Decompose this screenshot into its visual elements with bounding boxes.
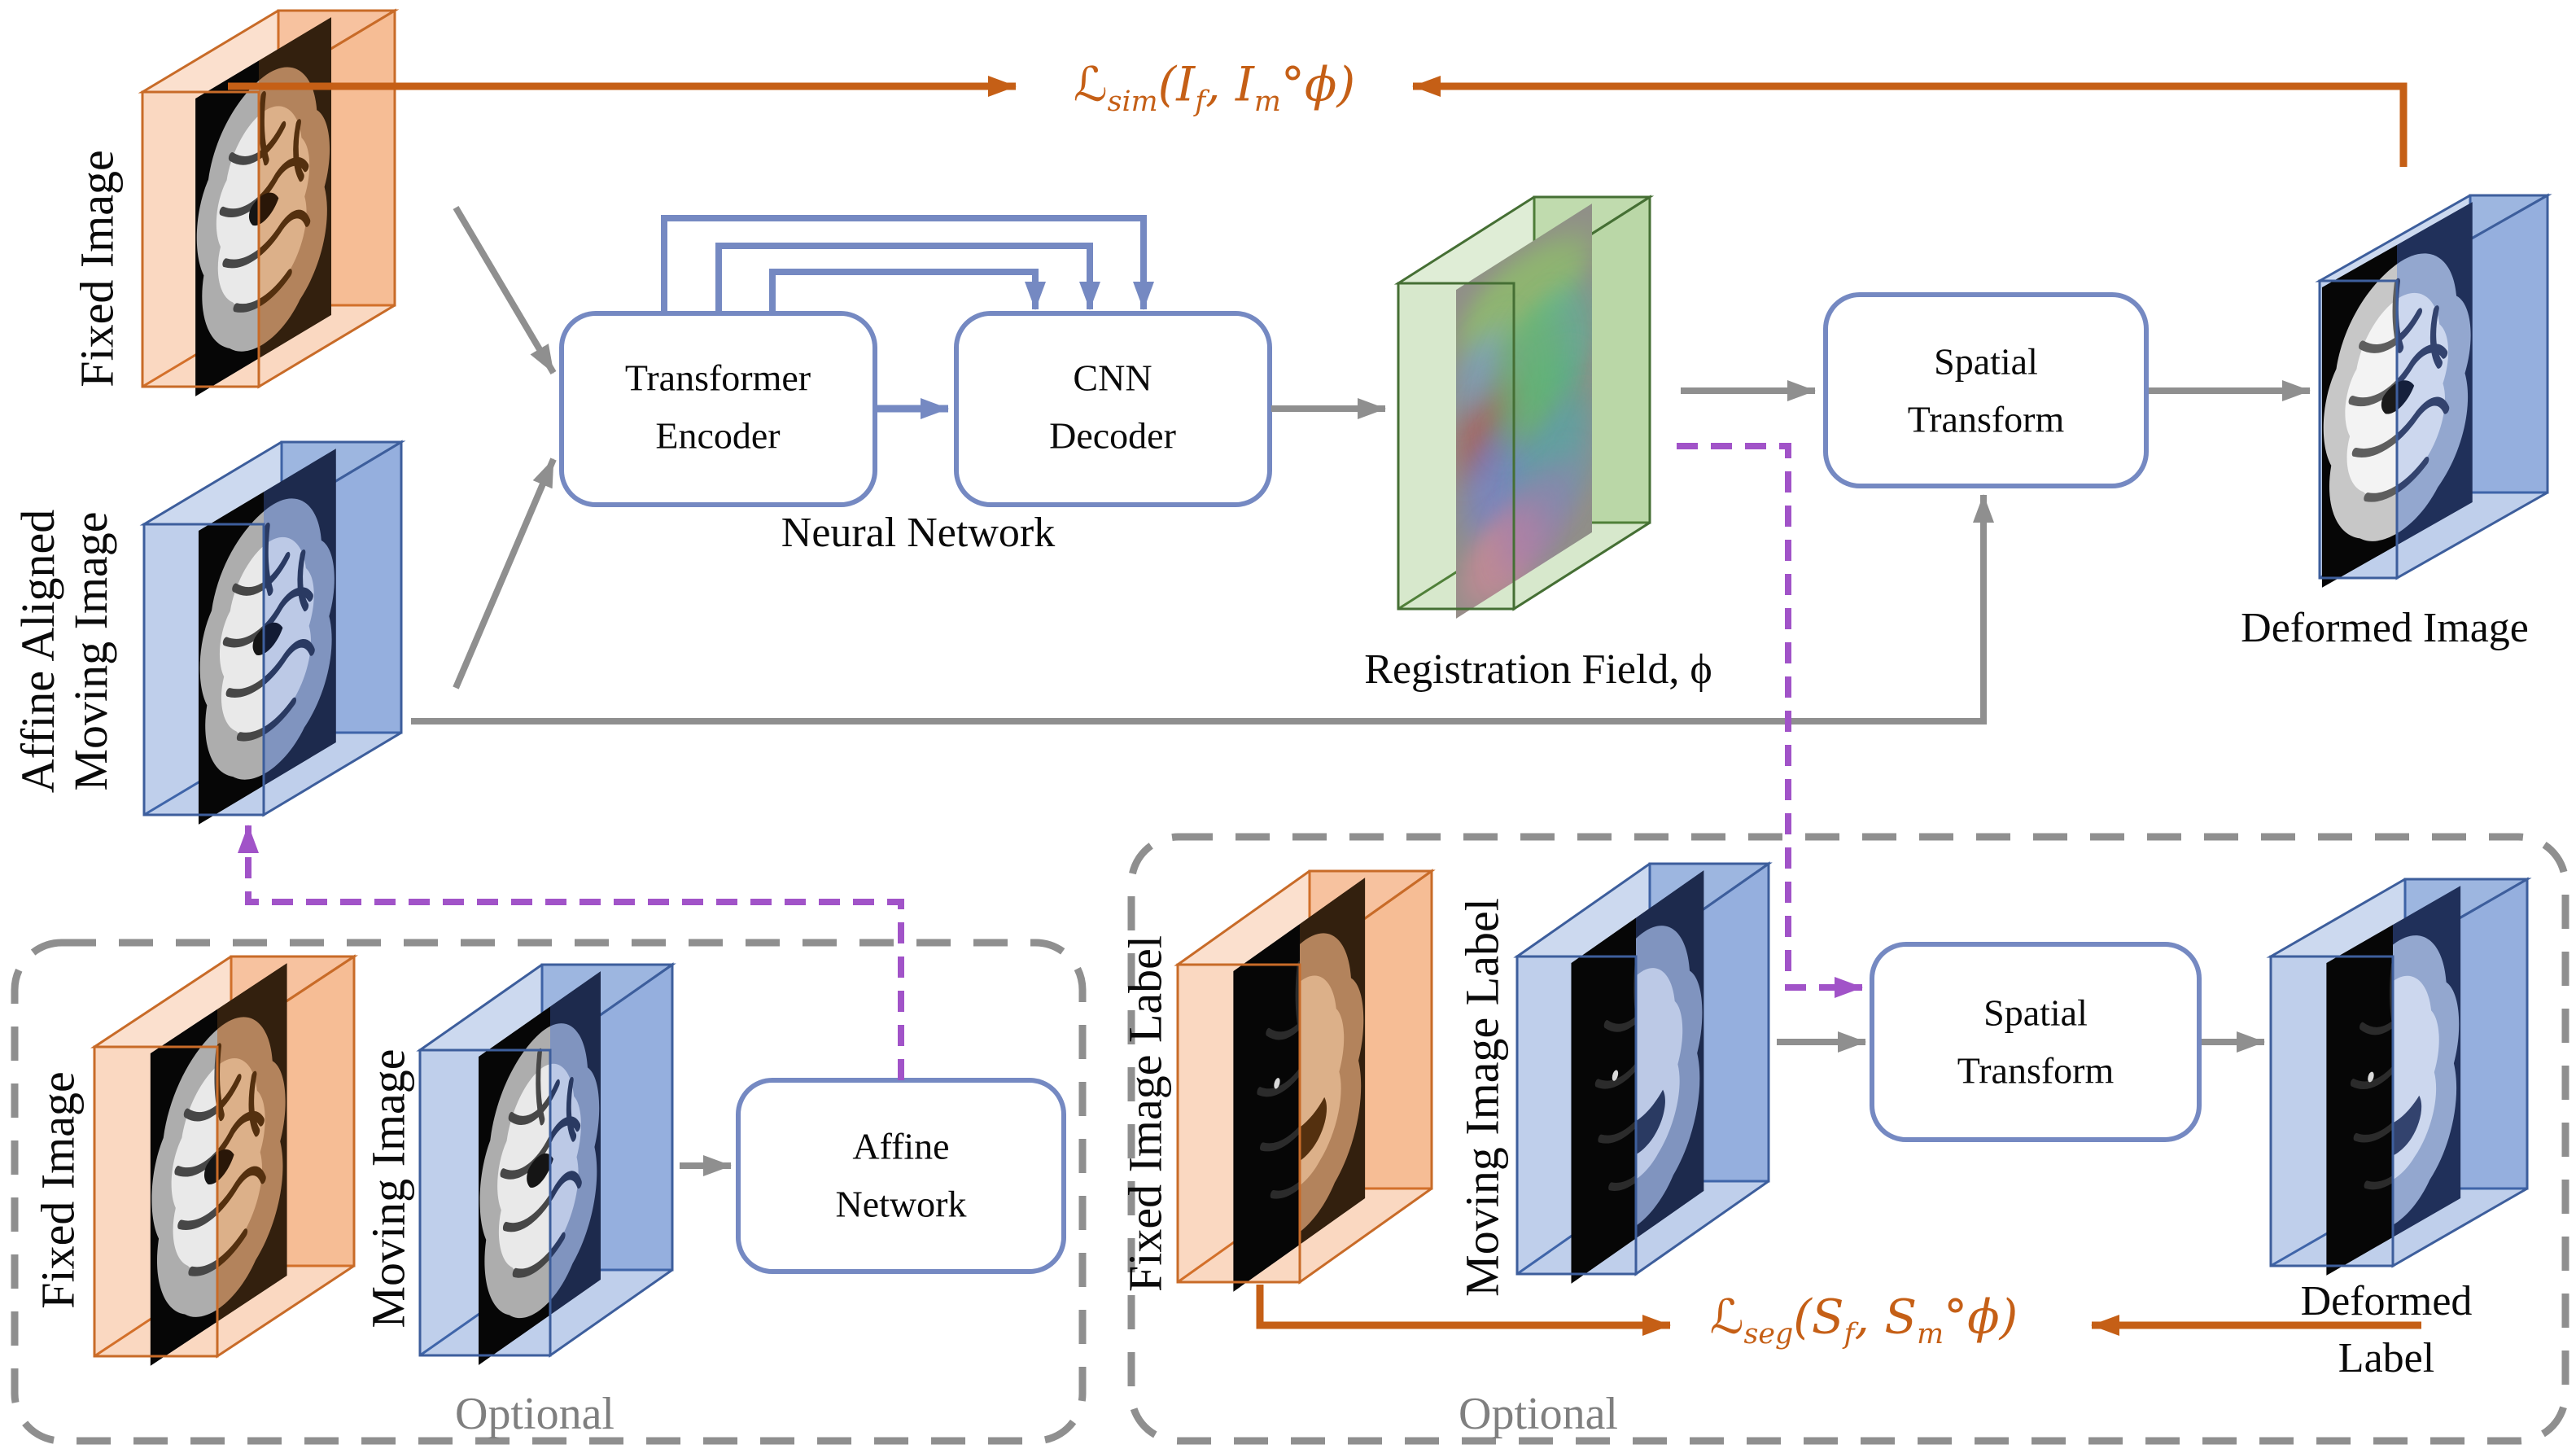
fixed-image-top-label: Fixed Image	[70, 150, 124, 387]
moving-image-label-volume	[1513, 861, 1773, 1284]
affine-aligned-moving-label: Affine Aligned Moving Image	[11, 509, 118, 794]
fixed-to-encoder-arrow	[453, 205, 557, 375]
moving-to-encoder-arrow	[453, 457, 557, 689]
loss-seg-label: ℒseg(Sf, Sm°ϕ)	[1709, 1289, 2018, 1351]
deformed-image-volume	[2315, 193, 2552, 588]
affine-aligned-line2: Moving Image	[64, 511, 117, 791]
optional-right-region	[1127, 833, 2569, 1445]
fixed-image-label-label: Fixed Image Label	[1118, 935, 1172, 1293]
affine-aligned-moving-volume	[139, 440, 406, 825]
field-to-label-transform-dashed	[1677, 443, 1863, 998]
moving-to-transform-path	[411, 494, 1994, 724]
affine-network-label: Affine Network	[835, 1125, 967, 1225]
fixed-image-top-volume	[138, 8, 400, 396]
affine-to-moving-dashed	[238, 825, 904, 1080]
optional-left-region	[11, 939, 1087, 1445]
registration-field-caption: Registration Field, ϕ	[1364, 646, 1712, 693]
neural-network-caption: Neural Network	[781, 510, 1056, 556]
cnn-decoder-label: CNN Decoder	[1049, 357, 1176, 457]
transformer-encoder-label: Transformer Encoder	[624, 357, 811, 457]
moving-image-bottom-label: Moving Image	[361, 1048, 415, 1329]
registration-field-volume	[1393, 195, 1655, 619]
fixed-image-bottom-label: Fixed Image	[31, 1071, 85, 1309]
deformed-label-volume	[2266, 877, 2532, 1276]
spatial-transform-top-label: Spatial Transform	[1907, 340, 2065, 440]
skip-connection-middle	[715, 243, 1100, 313]
moving-image-bottom-volume	[416, 962, 676, 1365]
loss-sim-arrow-from-deformed	[1412, 76, 2408, 167]
skip-connection-outer	[661, 215, 1154, 313]
spatial-transform-top-node	[1823, 292, 2149, 488]
fixed-image-label-volume	[1174, 869, 1436, 1292]
fixed-image-bottom-volume	[90, 954, 358, 1366]
moving-image-label-label: Moving Image Label	[1455, 898, 1509, 1297]
cnn-decoder-node	[954, 311, 1272, 507]
optional-left-caption: Optional	[455, 1389, 614, 1439]
deformed-image-caption: Deformed Image	[2241, 605, 2529, 651]
deformed-label-caption: Deformed Label	[2300, 1277, 2473, 1381]
spatial-transform-bottom-node	[1870, 942, 2202, 1142]
loss-sim-label: ℒsim(If, Im°ϕ)	[1073, 56, 1356, 119]
affine-aligned-line1: Affine Aligned	[11, 509, 65, 794]
loss-seg-arrow-from-fixed-label	[1256, 1285, 1671, 1336]
skip-connection-inner	[769, 269, 1046, 313]
spatial-transform-bottom-label: Spatial Transform	[1957, 992, 2115, 1092]
optional-right-caption: Optional	[1459, 1389, 1618, 1439]
